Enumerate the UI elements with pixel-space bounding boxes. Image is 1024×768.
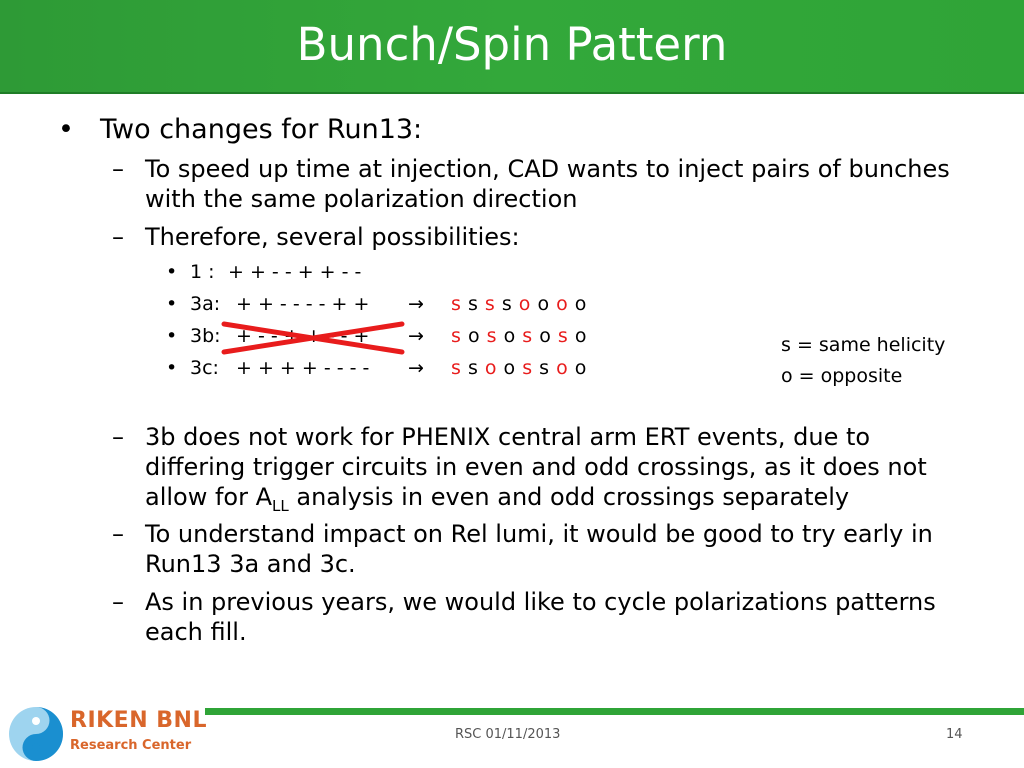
option-label: 3b: [190, 325, 221, 347]
legend-same-helicity: s = same helicity [781, 334, 946, 356]
option-pattern: + + - - - - + + [236, 293, 370, 315]
dash-icon: – [112, 588, 124, 616]
option-pattern: + + + + - - - - [236, 357, 370, 379]
title-bar: Bunch/Spin Pattern [0, 0, 1024, 94]
option-label: 1 : [190, 261, 215, 283]
footer-date: RSC 01/11/2013 [455, 727, 561, 742]
bullet-dot-icon: • [166, 357, 178, 379]
bullet-dot-icon: • [58, 114, 74, 145]
footer-divider [205, 708, 1024, 715]
bullet-dot-icon: • [166, 293, 178, 315]
bullet-dot-icon: • [166, 325, 178, 347]
legend-opposite: o = opposite [781, 365, 903, 387]
riken-bnl-logo-icon [0, 702, 205, 766]
sub-bullet-text: To speed up time at injection, CAD wants… [145, 155, 950, 213]
slide-content: • Two changes for Run13: – To speed up t… [58, 114, 950, 646]
dash-icon: – [112, 223, 124, 251]
bullet-dot-icon: • [166, 261, 178, 283]
arrow-right-icon: → [408, 357, 424, 379]
logo-text-riken-bnl: RIKEN BNL [70, 708, 207, 733]
dash-icon: – [112, 520, 124, 548]
dash-icon: – [112, 155, 124, 183]
cross-out-mark-icon [221, 321, 405, 355]
sub-bullet-text: To understand impact on Rel lumi, it wou… [145, 520, 933, 578]
helicity-sequence: s s o o s s o o [451, 357, 587, 379]
arrow-right-icon: → [408, 293, 424, 315]
option-label: 3a: [190, 293, 221, 315]
page-number: 14 [946, 727, 963, 742]
dash-icon: – [112, 423, 124, 451]
logo-text-research-center: Research Center [70, 738, 192, 753]
slide-title: Bunch/Spin Pattern [296, 18, 728, 71]
sub-bullet-text: As in previous years, we would like to c… [145, 588, 936, 646]
option-pattern: + + - - + + - - [228, 261, 362, 283]
arrow-right-icon: → [408, 325, 424, 347]
bullet-text: Two changes for Run13: [100, 114, 423, 145]
option-label: 3c: [190, 357, 219, 379]
sub-bullet-text: 3b does not work for PHENIX central arm … [145, 423, 927, 515]
helicity-sequence: s s s s o o o o [451, 293, 587, 315]
sub-bullet-text: Therefore, several possibilities: [145, 223, 520, 251]
helicity-sequence: s o s o s o s o [451, 325, 587, 347]
